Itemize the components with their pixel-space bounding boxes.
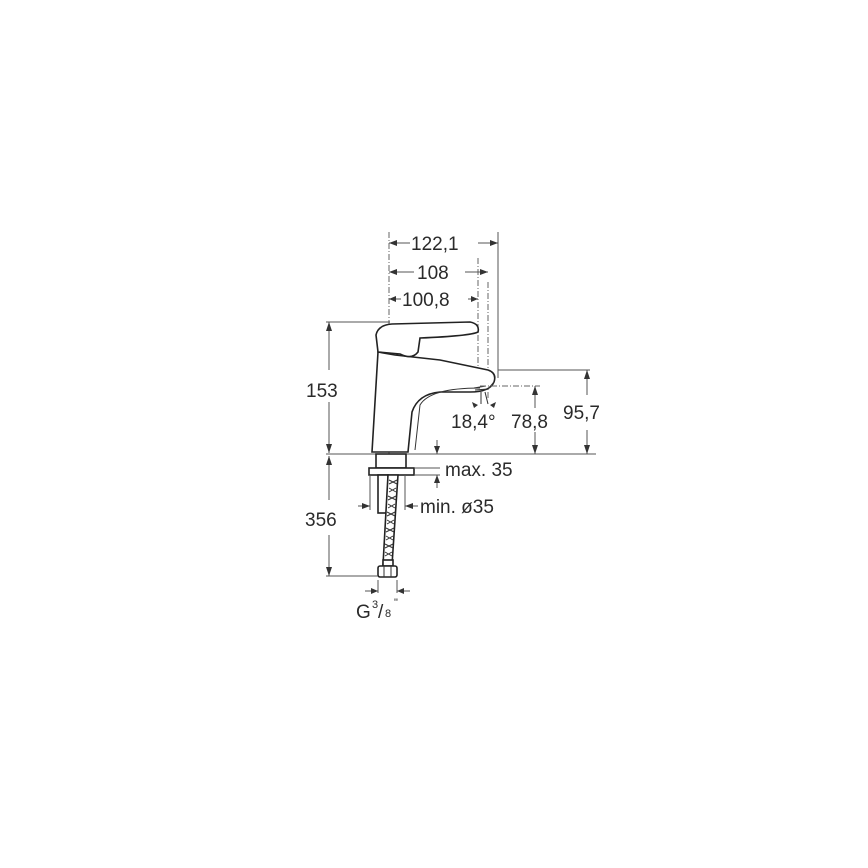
width-dimensions: 122,1 108 100,8 [388,232,499,455]
dim-78-8: 78,8 [511,412,548,433]
thread-slash: / [378,602,384,623]
dim-356: 356 [305,510,337,531]
under-counter-assembly [368,453,415,578]
dim-100-8: 100,8 [402,290,450,311]
dim-95-7: 95,7 [563,403,600,424]
thread-inch-mark: " [394,597,398,609]
thread-numerator: 3 [372,599,378,611]
hose-length-dimension: 356 [305,456,378,577]
dim-108: 108 [417,263,449,284]
dim-angle-18-4: 18,4° [451,412,496,433]
dim-max-35: max. 35 [445,460,513,481]
counter-thickness-dimension: max. 35 [414,440,513,488]
faucet-body [371,321,496,453]
height-dimension-153: 153 [306,321,390,453]
outlet-dimensions: 95,7 78,8 18,4° [451,369,600,454]
dim-153: 153 [306,381,338,402]
dim-min-d35: min. ø35 [420,497,494,518]
connection-thread-dimension: G 3 / 8 " [356,580,410,623]
thread-g-label: G [356,602,371,623]
thread-denominator: 8 [385,608,391,620]
dim-122-1: 122,1 [411,234,459,255]
hole-diameter-dimension: min. ø35 [358,475,494,518]
